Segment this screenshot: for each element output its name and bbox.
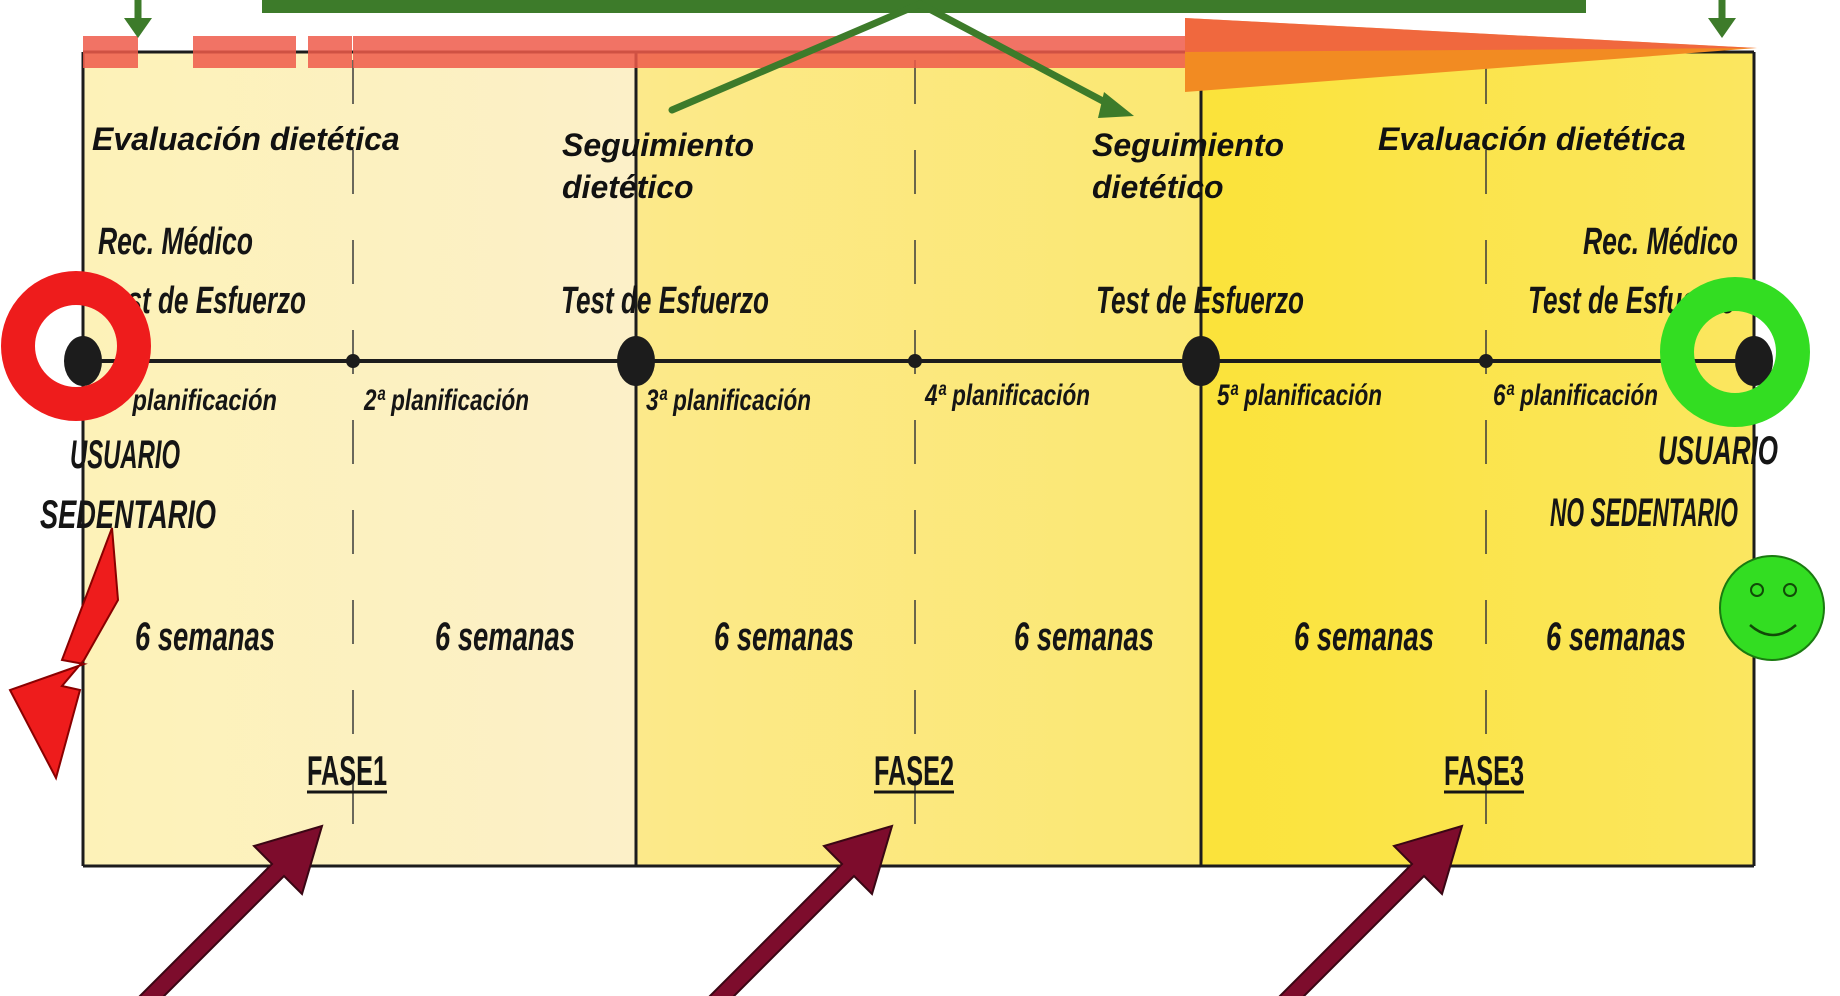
duration-label: 6 semanas — [135, 615, 275, 659]
duration-labels: 6 semanas 6 semanas 6 semanas 6 semanas … — [135, 615, 1686, 659]
diagram-frame — [81, 52, 1756, 868]
duration-label: 6 semanas — [714, 615, 854, 659]
phase-3-panel — [1201, 52, 1754, 866]
phase3-test-label: Test de Esfuerzo — [1096, 280, 1304, 322]
phase2-test-label: Test de Esfuerzo — [561, 280, 769, 322]
planification-label: 5ª planificación — [1217, 379, 1382, 412]
sad-face-icon — [1, 271, 151, 421]
duration-label: 6 semanas — [1014, 615, 1154, 659]
progress-bar — [83, 18, 1757, 92]
planification-label: 3ª planificación — [646, 384, 811, 417]
seg1-label-line2: dietético — [562, 169, 694, 205]
phase-labels: FASE1 FASE2 FASE3 — [307, 747, 1524, 794]
duration-label: 6 semanas — [435, 615, 575, 659]
seg1-label-line1: Seguimiento — [562, 127, 754, 163]
planification-label: 4ª planificación — [924, 379, 1090, 412]
week-dividers — [352, 60, 1487, 866]
user-start-line2: SEDENTARIO — [40, 493, 216, 537]
phase-label: FASE2 — [874, 747, 954, 794]
lightning-icon — [8, 527, 120, 781]
timeline-nodes — [64, 336, 1773, 386]
seg2-label-line2: dietético — [1092, 169, 1224, 205]
green-arrow-heads — [124, 18, 1736, 118]
planification-labels: 1ª planificación 2ª planificación 3ª pla… — [104, 379, 1658, 417]
seg2-label-line1: Seguimiento — [1092, 127, 1284, 163]
start-medical-label: Rec. Médico — [98, 221, 253, 263]
duration-label: 6 semanas — [1546, 615, 1686, 659]
eval-end-label: Evaluación dietética — [1378, 121, 1686, 157]
maroon-arrows — [138, 824, 1464, 996]
planification-label: 2ª planificación — [363, 384, 529, 417]
planification-label: 6ª planificación — [1493, 379, 1658, 412]
end-medical-label: Rec. Médico — [1583, 221, 1738, 263]
duration-label: 6 semanas — [1294, 615, 1434, 659]
phase-1-panel — [83, 52, 636, 866]
user-end-line2: NO SEDENTARIO — [1550, 491, 1738, 535]
phase-label: FASE3 — [1444, 747, 1524, 794]
phase-2-panel — [636, 52, 1201, 866]
happy-face-icon — [1660, 277, 1825, 661]
phase-label: FASE1 — [307, 747, 387, 794]
user-start-line1: USUARIO — [70, 433, 180, 477]
eval-start-label: Evaluación dietética — [92, 121, 400, 157]
user-end-line1: USUARIO — [1658, 429, 1778, 473]
